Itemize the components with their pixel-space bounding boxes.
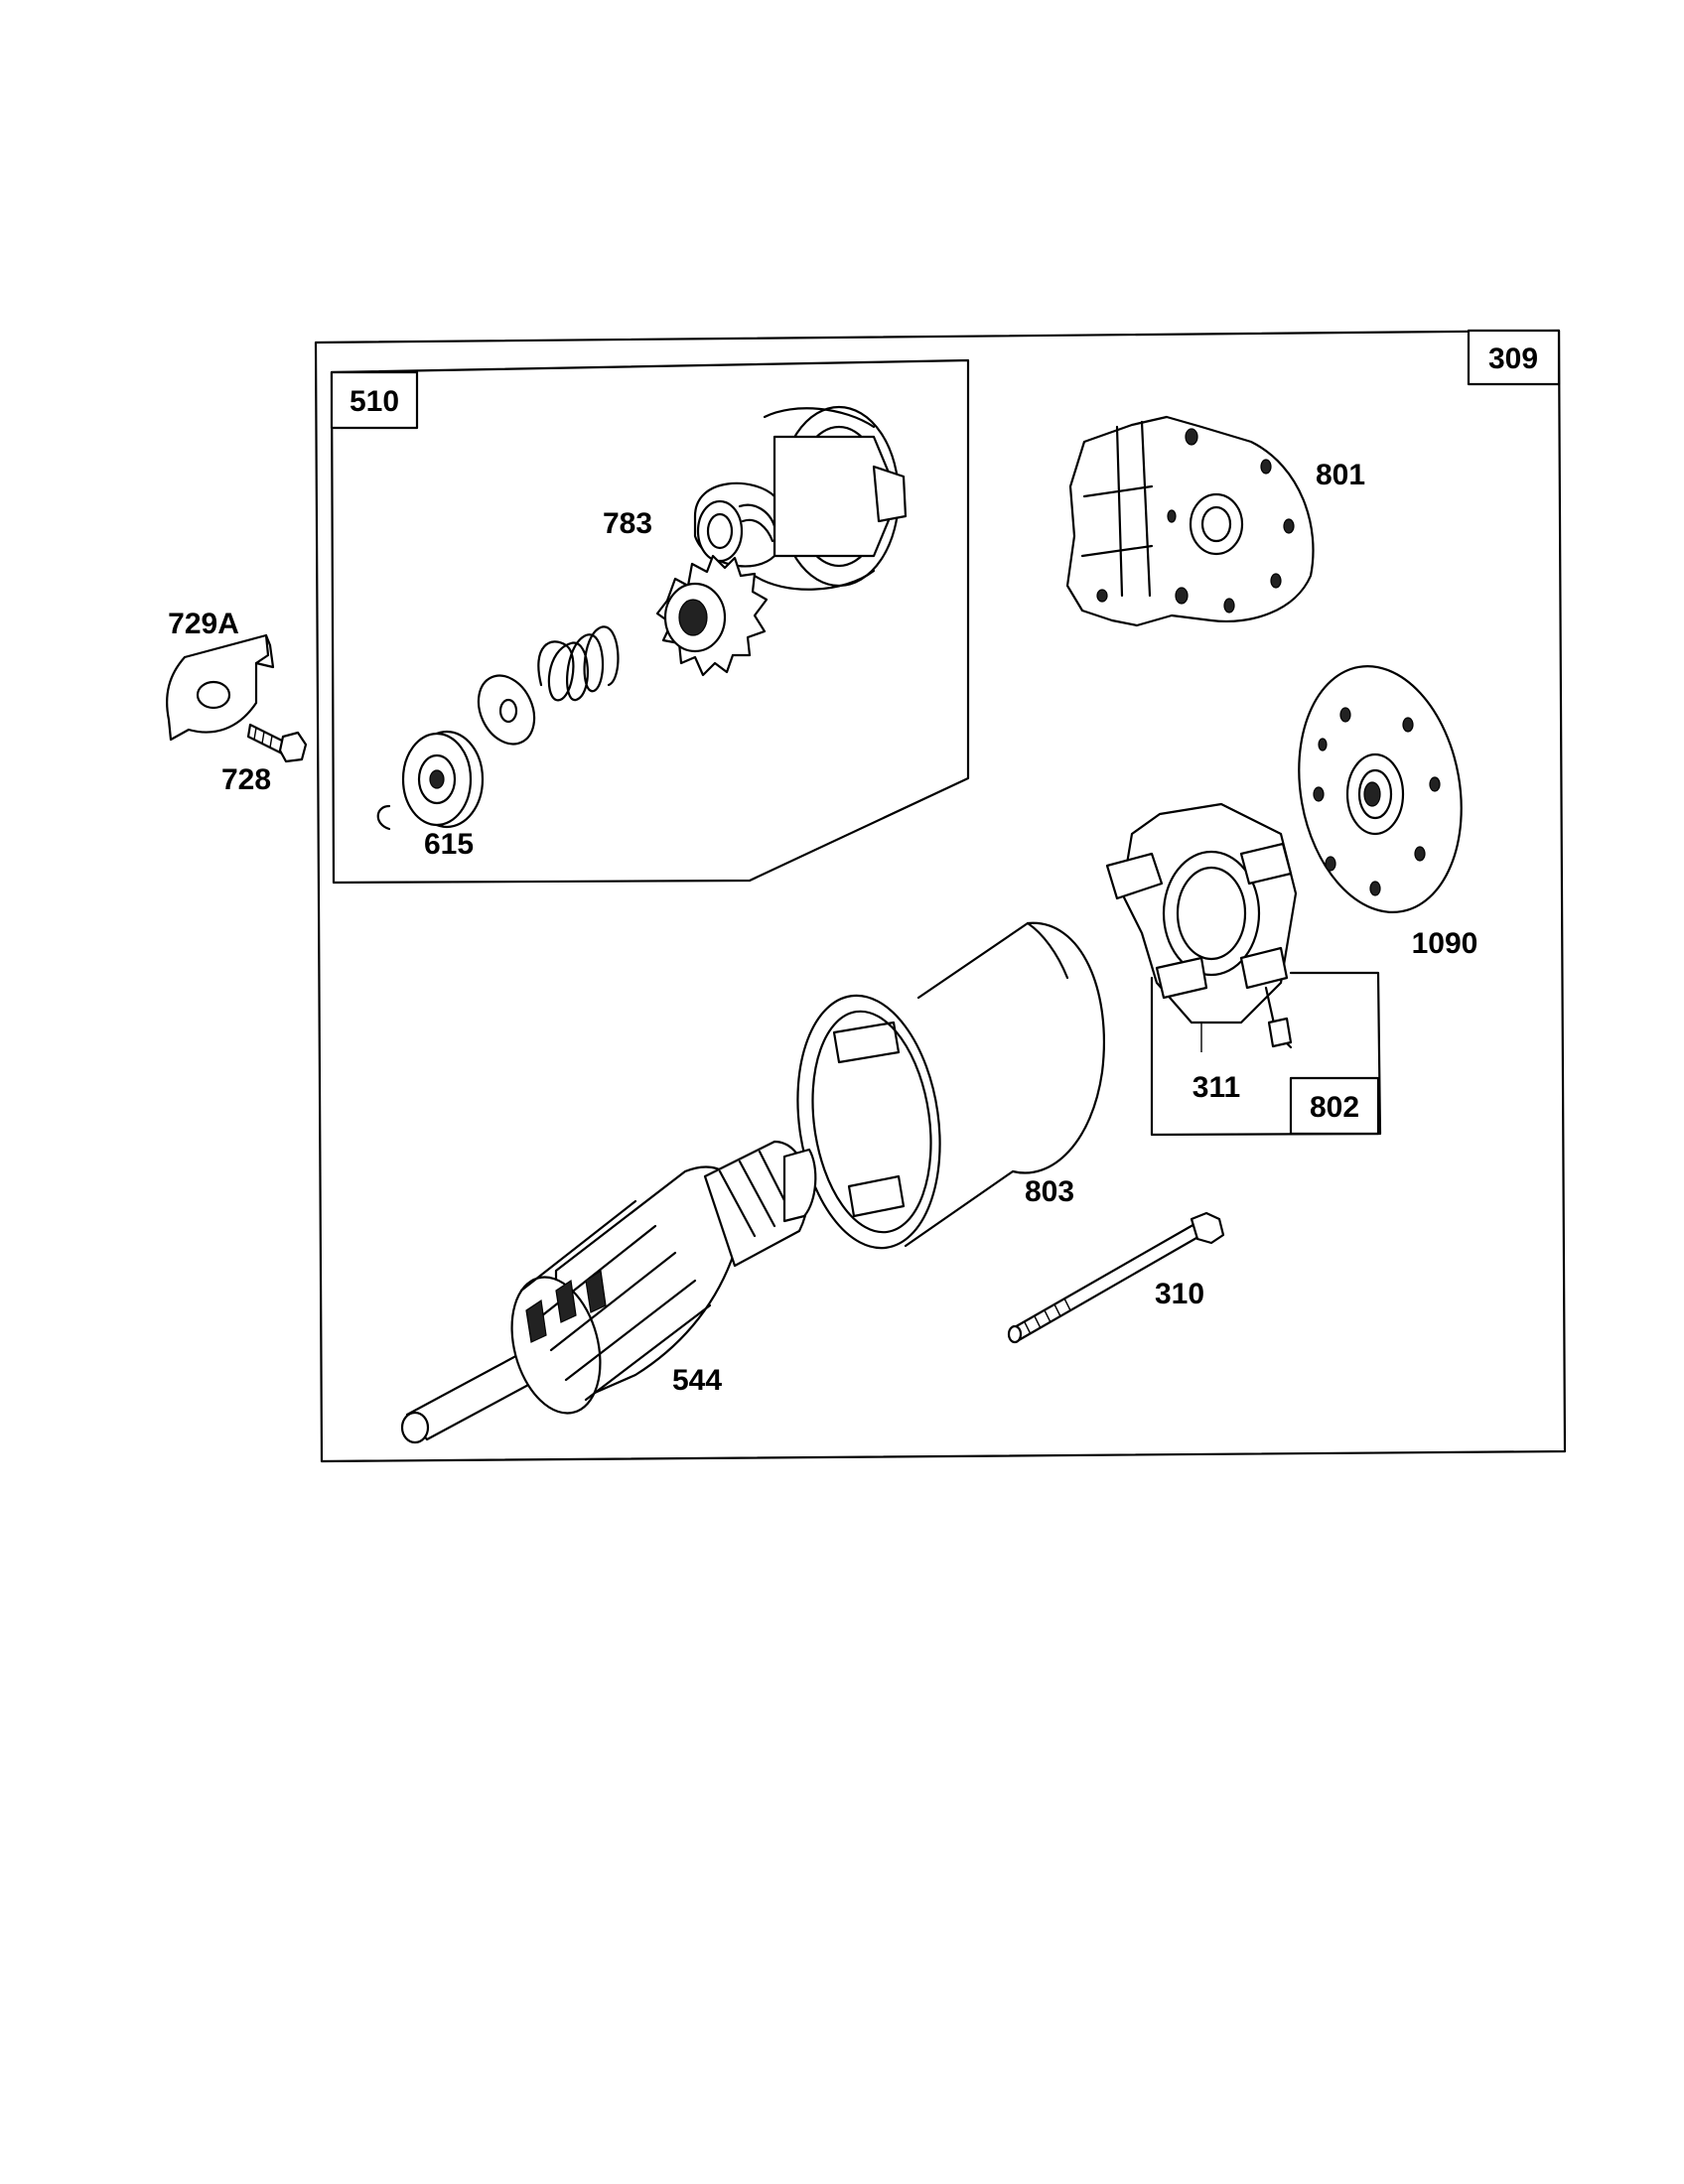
retaining-ring [376,804,391,831]
pinion-gear [655,554,769,677]
label-309: 309 [1488,342,1538,375]
assembly-box-309: 309 [314,329,1567,1463]
armature [400,1140,817,1444]
drive-spring [537,625,620,702]
brush-holder [1105,802,1298,1049]
label-615: 615 [424,828,474,861]
bracket [166,633,275,742]
label-802: 802 [1310,1091,1359,1124]
label-510: 510 [350,385,399,418]
subassembly-box-510: 510 [330,358,970,885]
label-1090: 1090 [1412,927,1478,960]
label-803: 803 [1025,1175,1074,1208]
label-729a: 729A [168,608,239,640]
label-783: 783 [603,507,652,540]
washer [477,674,536,746]
label-311: 311 [1193,1071,1240,1104]
commutator-end-plate [1298,665,1463,913]
label-544: 544 [672,1364,722,1397]
end-cap-plate [1065,415,1315,627]
subassembly-box-802: 802 [1150,971,1382,1137]
screw [246,723,308,763]
label-801: 801 [1316,459,1365,491]
field-housing [796,921,1106,1250]
drive-housing [693,405,908,591]
through-bolt [1007,1211,1225,1344]
label-310: 310 [1155,1278,1204,1310]
label-728: 728 [221,763,271,796]
stop-collar [401,730,485,829]
